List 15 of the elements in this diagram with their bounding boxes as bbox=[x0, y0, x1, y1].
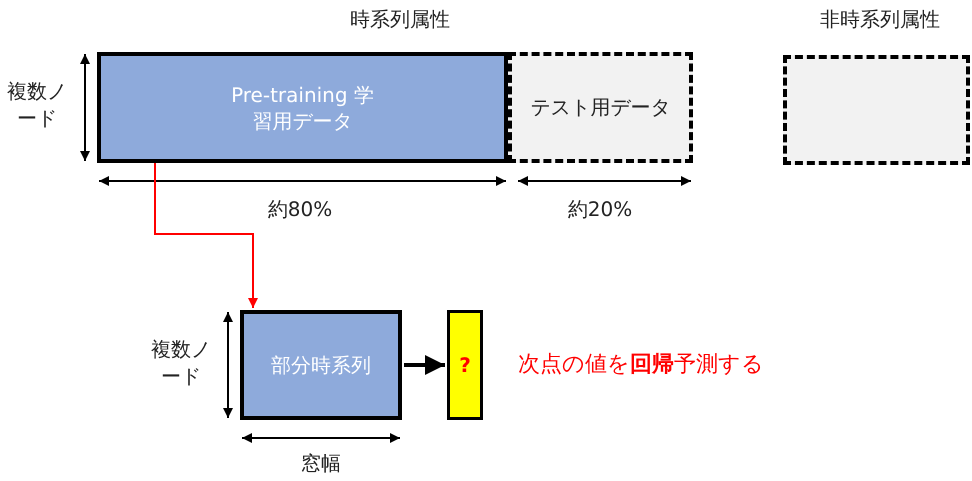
axis-label: 複数ノード bbox=[6, 78, 68, 132]
annotation-text: 次点の値を回帰予測する bbox=[518, 351, 765, 379]
axis-label: 複数ノード bbox=[150, 336, 212, 390]
arrow bbox=[154, 163, 258, 308]
data-block: テスト用データ bbox=[508, 52, 693, 163]
arrow bbox=[404, 355, 445, 375]
dimension-label: 窓幅 bbox=[300, 450, 342, 477]
dimension-label: 約20% bbox=[566, 196, 634, 223]
data-block: Pre-training 学習用データ bbox=[97, 52, 508, 163]
prediction-box: ? bbox=[447, 310, 483, 420]
heading: 時系列属性 bbox=[349, 6, 451, 33]
window-block: 部分時系列 bbox=[240, 310, 402, 420]
dimension-label: 約80% bbox=[266, 196, 334, 223]
data-block bbox=[783, 55, 970, 165]
heading: 非時系列属性 bbox=[819, 6, 941, 33]
